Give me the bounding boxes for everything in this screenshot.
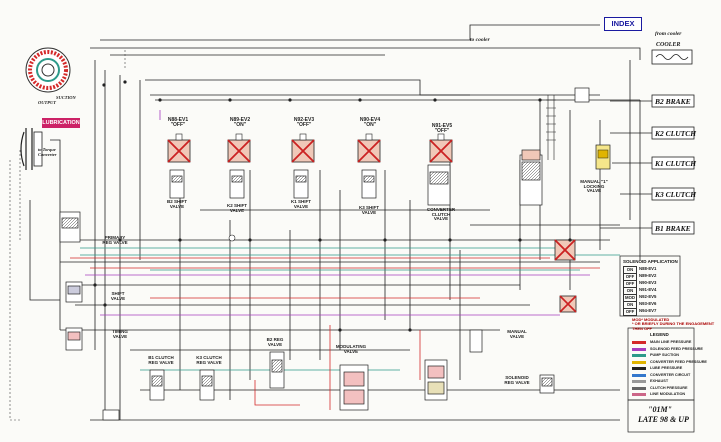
suction-label: SUCTION: [56, 95, 76, 100]
legend-label: MAIN LINE PRESSURE: [650, 340, 692, 344]
legend-swatch: [632, 360, 646, 364]
lubrication-label: LUBRICATION: [42, 118, 80, 128]
legend-swatch: [632, 386, 646, 390]
legend-label: CONVERTER FEED PRESSURE: [650, 359, 707, 364]
solenoid-table-frame: [619, 255, 695, 433]
solenoid-1-label: N88-EV1"OFF": [167, 117, 189, 129]
solenoid-application-title: SOLENOID APPLICATION: [623, 259, 678, 264]
legend-label: PUMP SUCTION: [650, 353, 680, 357]
solenoid-reg-valve-label: SOLENOID REG VALVE: [504, 375, 530, 385]
b1-brake-label: B1 BRAKE: [655, 224, 691, 233]
legend-label: CLUTCH PRESSURE: [650, 385, 688, 390]
b1-clutch-reg-valve-label: B1 CLUTCH REG VALVE: [148, 355, 174, 365]
main-line-pressure-lines: [70, 257, 600, 410]
legend-label: SOLENOID FEED PRESSURE: [650, 346, 703, 351]
manual-valve-ladder: [546, 95, 556, 160]
shift-valve-bodies: [169, 149, 543, 206]
legend-swatch: [632, 367, 646, 370]
legend-swatch: [632, 373, 646, 377]
solenoid-feed-lines: [85, 110, 590, 316]
exhaust-lines: [9, 50, 126, 421]
k2-shift-valve-label: K2 SHIFT VALVE: [226, 203, 247, 213]
torque-converter-symbol: [20, 128, 43, 170]
model-label: "01M": [648, 405, 672, 414]
mod-note: MOD* MODULATED * OR BRIEFLY DURING THE E…: [632, 317, 715, 331]
solenoid-4-label: N90-EV4"ON": [359, 117, 381, 129]
output-label: OUTPUT: [38, 100, 56, 105]
cooler-label: COOLER: [656, 42, 681, 48]
model-year-label: LATE 98 & UP: [638, 415, 689, 424]
timing-valve-label: TIMING VALVE: [112, 329, 128, 339]
clutch-feed-lines: [600, 100, 652, 229]
clutch-boxes: [651, 94, 695, 235]
k2-clutch-label: K2 CLUTCH: [655, 129, 697, 138]
legend-label: LINE MODULATION: [650, 392, 686, 396]
legend-label: LUBE PRESSURE: [650, 366, 683, 370]
main-circuit-lines: [29, 24, 641, 421]
cooler-symbol: [651, 49, 693, 65]
legend-swatch: [632, 393, 646, 396]
b2-shift-valve-label: B2 SHIFT VALVE: [166, 199, 187, 209]
index-button[interactable]: INDEX: [604, 17, 642, 31]
pump-symbol: [25, 47, 71, 93]
b2-reg-valve-label: B2 REG VALVE: [266, 337, 284, 347]
from-cooler-label: from cooler: [655, 31, 682, 37]
legend-swatch: [632, 341, 646, 344]
b2-brake-label: B2 BRAKE: [655, 97, 691, 106]
manual-1-locking-valve-label: MANUAL "1" LOCKING VALVE: [580, 179, 608, 194]
solenoid-2-label: N89-EV2"ON": [229, 117, 251, 129]
shift-valve-label: SHIFT VALVE: [110, 291, 126, 301]
manual-valve-label: MANUAL VALVE: [507, 329, 527, 339]
k1-valve-symbol: [595, 144, 611, 170]
legend-label: EXHAUST: [650, 379, 669, 383]
solenoid-3-label: N92-EV3"OFF": [293, 117, 315, 129]
primary-reg-valve-label: PRIMARY REG VALVE: [102, 235, 128, 245]
legend-swatch: [632, 354, 646, 357]
legend-swatch: [632, 380, 646, 383]
legend-label: CONVERTER CIRCUIT: [650, 372, 691, 377]
to-cooler-label: to cooler: [470, 37, 490, 43]
legend-title: LEGEND: [650, 332, 669, 337]
legend-swatch: [632, 347, 646, 351]
k1-clutch-label: K1 CLUTCH: [655, 159, 697, 168]
k3-clutch-label: K3 CLUTCH: [655, 190, 697, 199]
k1-shift-valve-label: K1 SHIFT VALVE: [290, 199, 311, 209]
k3-shift-valve-label: K3 SHIFT VALVE: [358, 205, 379, 215]
solenoid-symbols: [167, 133, 577, 313]
k3-clutch-reg-valve-label: K3 CLUTCH REG VALVE: [196, 355, 222, 365]
solenoid-5-label: N91-EV5"OFF": [431, 123, 453, 135]
junction-dots: [93, 80, 572, 332]
converter-clutch-valve-label: CONVERTER CLUTCH VALVE: [426, 207, 456, 222]
modulating-valve-label: MODULATING VALVE: [335, 344, 367, 354]
regulator-valves: [59, 87, 590, 421]
converter-label: to Torque Converter: [38, 147, 57, 157]
